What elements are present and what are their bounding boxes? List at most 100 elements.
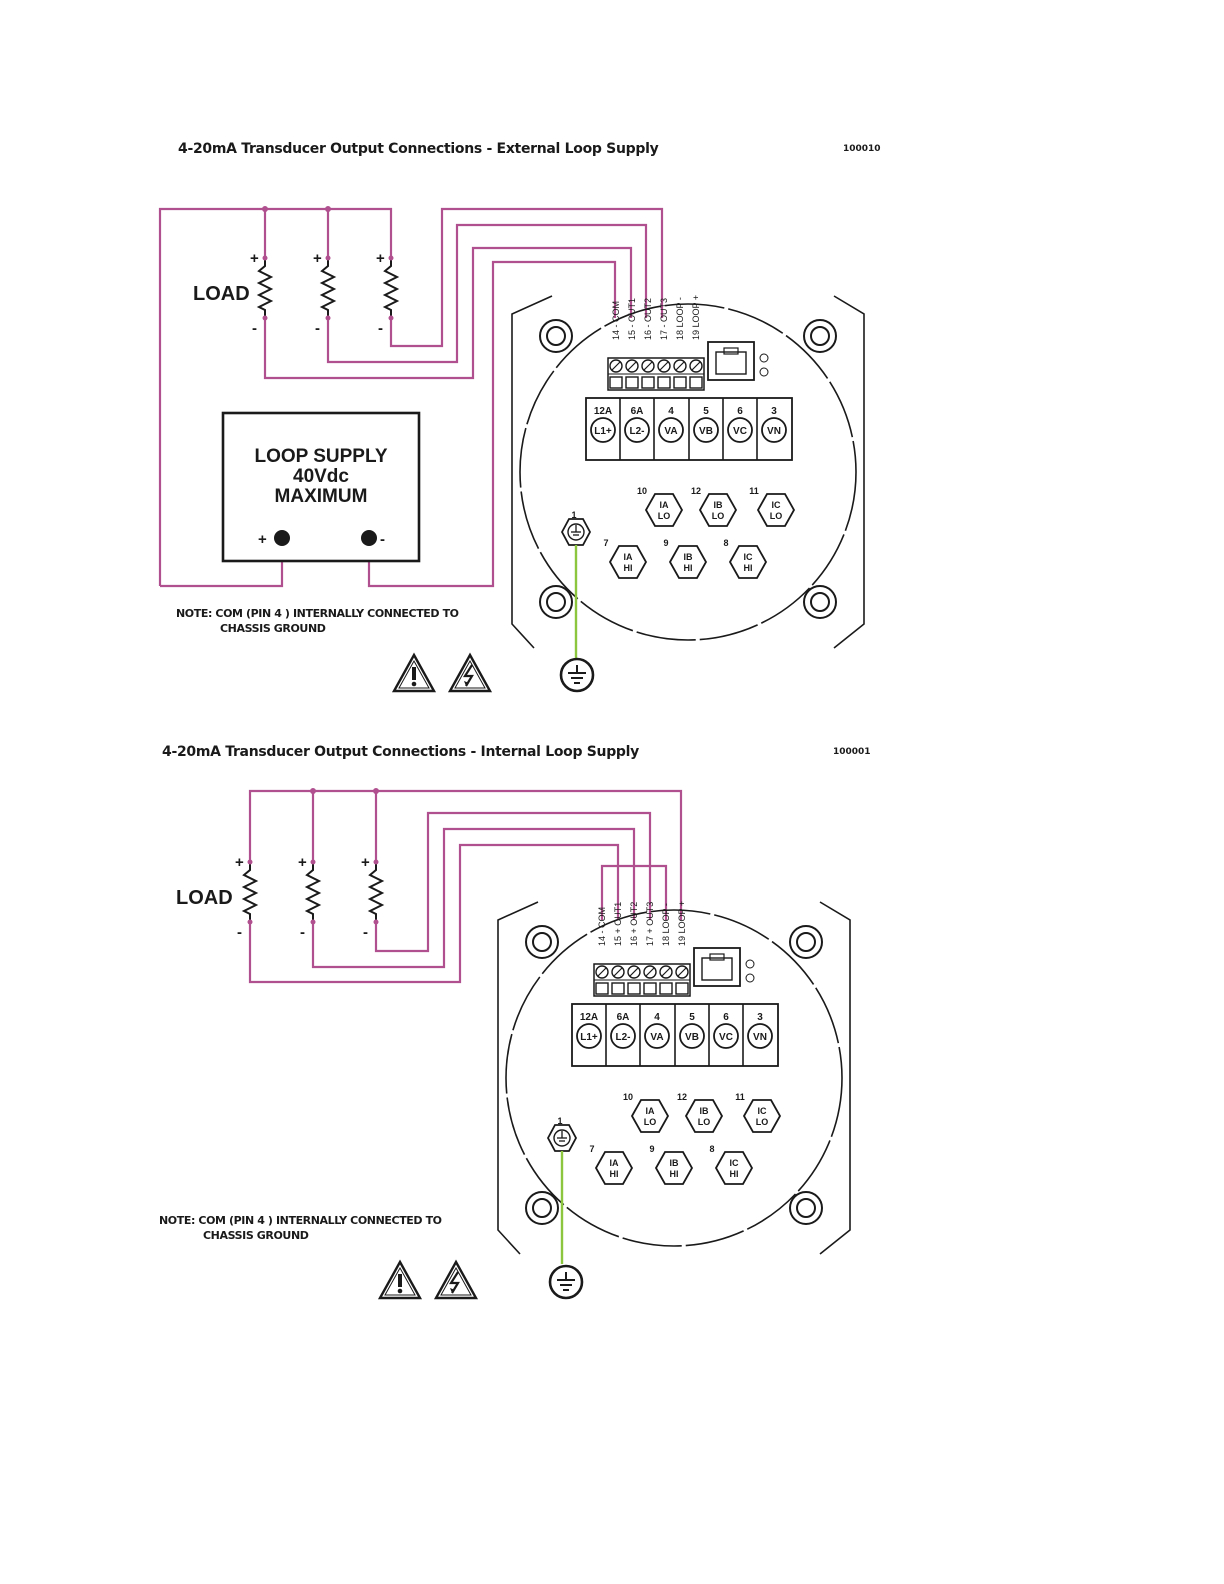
- terminal-label: 18 LOOP -: [661, 903, 671, 946]
- current-terminal-label: HI: [744, 563, 753, 573]
- external-loop-supply-diagram: LOAD + + + - - - LOOP SUPPLY 40Vdc MAXIM…: [158, 206, 865, 693]
- voltage-terminal-number: 5: [703, 406, 709, 417]
- supply-line-3: MAXIMUM: [275, 486, 368, 507]
- voltage-terminal-label: VN: [753, 1032, 767, 1043]
- current-terminal-number: 7: [589, 1144, 594, 1154]
- voltage-terminal-number: 3: [771, 406, 777, 417]
- current-terminal-number: 10: [623, 1092, 633, 1102]
- ground-icon: [548, 1264, 584, 1300]
- voltage-terminal-label: VB: [685, 1032, 699, 1043]
- voltage-terminal-number: 12A: [594, 406, 612, 417]
- voltage-terminal-number: 12A: [580, 1012, 598, 1023]
- diagram-external-title: 4-20mA Transducer Output Connections - E…: [178, 141, 659, 157]
- voltage-terminal-label: VA: [650, 1032, 663, 1043]
- minus-sign: -: [315, 320, 320, 337]
- current-terminal-number: 12: [677, 1092, 687, 1102]
- diagram-internal-note: NOTE: COM (PIN 4 ) INTERNALLY CONNECTED …: [159, 1213, 442, 1243]
- current-terminal-label: IB: [670, 1158, 680, 1168]
- plus-sign: +: [298, 854, 307, 871]
- current-terminal-label: IB: [714, 500, 724, 510]
- plus-sign: +: [376, 250, 385, 267]
- voltage-terminal-label: L1+: [594, 426, 612, 437]
- current-terminal-label: HI: [730, 1169, 739, 1179]
- current-terminal-label: HI: [610, 1169, 619, 1179]
- terminal-label: 19 LOOP +: [691, 295, 701, 340]
- diagram-external-code: 100010: [843, 144, 881, 154]
- current-terminal-label: IC: [744, 552, 754, 562]
- minus-sign: -: [237, 924, 242, 941]
- ground-terminal-number: 1: [557, 1116, 562, 1126]
- current-terminal-label: IA: [624, 552, 634, 562]
- terminal-label: 17 - OUT3: [659, 298, 669, 340]
- current-terminal-label: LO: [658, 511, 671, 521]
- terminal-label: 15 + OUT1: [613, 902, 623, 946]
- current-terminal-number: 11: [735, 1092, 745, 1102]
- minus-sign: -: [378, 320, 383, 337]
- supply-line-1: LOOP SUPPLY: [254, 446, 387, 467]
- current-terminal-label: IA: [610, 1158, 620, 1168]
- note-line-2: CHASSIS GROUND: [203, 1229, 309, 1242]
- voltage-terminal-label: VC: [719, 1032, 733, 1043]
- meter-unit: [511, 295, 865, 658]
- terminal-label: 14 - COM: [611, 301, 621, 340]
- terminal-label: 16 + OUT2: [629, 902, 639, 946]
- plus-sign: +: [313, 250, 322, 267]
- load-resistor-3: [384, 254, 398, 322]
- current-terminal-number: 7: [603, 538, 608, 548]
- plus-sign: +: [250, 250, 259, 267]
- note-line-1: NOTE: COM (PIN 4 ) INTERNALLY CONNECTED …: [176, 607, 459, 620]
- diagram-external-note: NOTE: COM (PIN 4 ) INTERNALLY CONNECTED …: [176, 606, 459, 636]
- current-terminal-number: 9: [663, 538, 668, 548]
- plus-sign: +: [235, 854, 244, 871]
- meter-unit: [497, 901, 851, 1264]
- terminal-label: 19 LOOP +: [677, 901, 687, 946]
- current-terminal-label: IA: [660, 500, 670, 510]
- loop-wires: [248, 789, 683, 984]
- ground-terminal-number: 1: [571, 510, 576, 520]
- current-terminal-number: 10: [637, 486, 647, 496]
- current-terminal-number: 12: [691, 486, 701, 496]
- voltage-terminal-label: VN: [767, 426, 781, 437]
- warning-triangle-icon: [392, 653, 436, 693]
- current-terminal-label: HI: [624, 563, 633, 573]
- current-terminal-label: LO: [644, 1117, 657, 1127]
- voltage-terminal-number: 6A: [617, 1012, 630, 1023]
- load-resistor-1: [243, 858, 257, 926]
- voltage-terminal-number: 4: [668, 406, 674, 417]
- voltage-terminal-number: 5: [689, 1012, 695, 1023]
- current-terminal-label: IC: [758, 1106, 768, 1116]
- load-resistor-2: [321, 254, 335, 322]
- current-terminal-label: HI: [670, 1169, 679, 1179]
- terminal-label: 17 + OUT3: [645, 902, 655, 946]
- current-terminal-label: IB: [684, 552, 694, 562]
- current-terminal-label: IC: [772, 500, 782, 510]
- current-terminal-number: 9: [649, 1144, 654, 1154]
- current-terminal-number: 11: [749, 486, 759, 496]
- plus-sign: +: [361, 854, 370, 871]
- voltage-terminal-label: VA: [664, 426, 677, 437]
- load-resistor-3: [369, 858, 383, 926]
- voltage-terminal-number: 6: [737, 406, 743, 417]
- current-terminal-label: IA: [646, 1106, 656, 1116]
- loop-wires: [158, 207, 664, 588]
- minus-sign: -: [252, 320, 257, 337]
- voltage-terminal-label: L2-: [616, 1032, 631, 1043]
- current-terminal-label: LO: [698, 1117, 711, 1127]
- current-terminal-label: IC: [730, 1158, 740, 1168]
- current-terminal-label: LO: [756, 1117, 769, 1127]
- load-resistor-2: [306, 858, 320, 926]
- voltage-terminal-number: 3: [757, 1012, 763, 1023]
- load-resistor-1: [258, 254, 272, 322]
- current-terminal-label: IB: [700, 1106, 710, 1116]
- voltage-terminal-number: 6: [723, 1012, 729, 1023]
- note-line-2: CHASSIS GROUND: [220, 622, 326, 635]
- current-terminal-number: 8: [723, 538, 728, 548]
- load-label: LOAD: [193, 283, 250, 305]
- voltage-terminal-label: L2-: [630, 426, 645, 437]
- supply-plus: +: [258, 531, 267, 548]
- diagram-internal-title: 4-20mA Transducer Output Connections - I…: [162, 744, 639, 760]
- supply-line-2: 40Vdc: [293, 466, 349, 487]
